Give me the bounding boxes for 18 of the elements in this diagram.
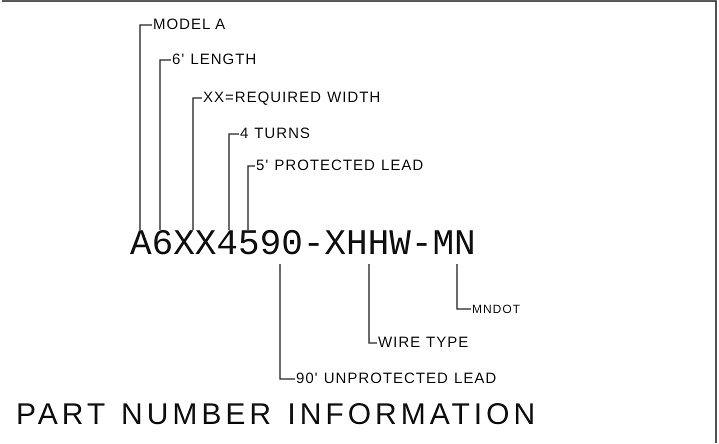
leader-line xyxy=(192,97,202,230)
callout-label: MNDOT xyxy=(472,300,521,318)
leader-line xyxy=(368,264,377,344)
leader-line xyxy=(456,264,471,310)
leader-line xyxy=(159,59,171,230)
callout-label: 5' PROTECTED LEAD xyxy=(256,157,424,175)
part-number: A6XX4590-XHHW-MN xyxy=(130,228,476,262)
leader-line xyxy=(139,24,152,230)
callout-label: WIRE TYPE xyxy=(378,334,470,352)
callout-label: 4 TURNS xyxy=(240,125,311,143)
leader-line xyxy=(228,133,239,230)
callout-label: 6' LENGTH xyxy=(172,51,258,69)
leader-line xyxy=(279,264,295,380)
callout-label: MODEL A xyxy=(153,16,226,34)
diagram-title: PART NUMBER INFORMATION xyxy=(16,398,540,432)
leader-line xyxy=(247,165,255,230)
callout-label: 90' UNPROTECTED LEAD xyxy=(296,370,498,388)
callout-label: XX=REQUIRED WIDTH xyxy=(203,89,382,107)
